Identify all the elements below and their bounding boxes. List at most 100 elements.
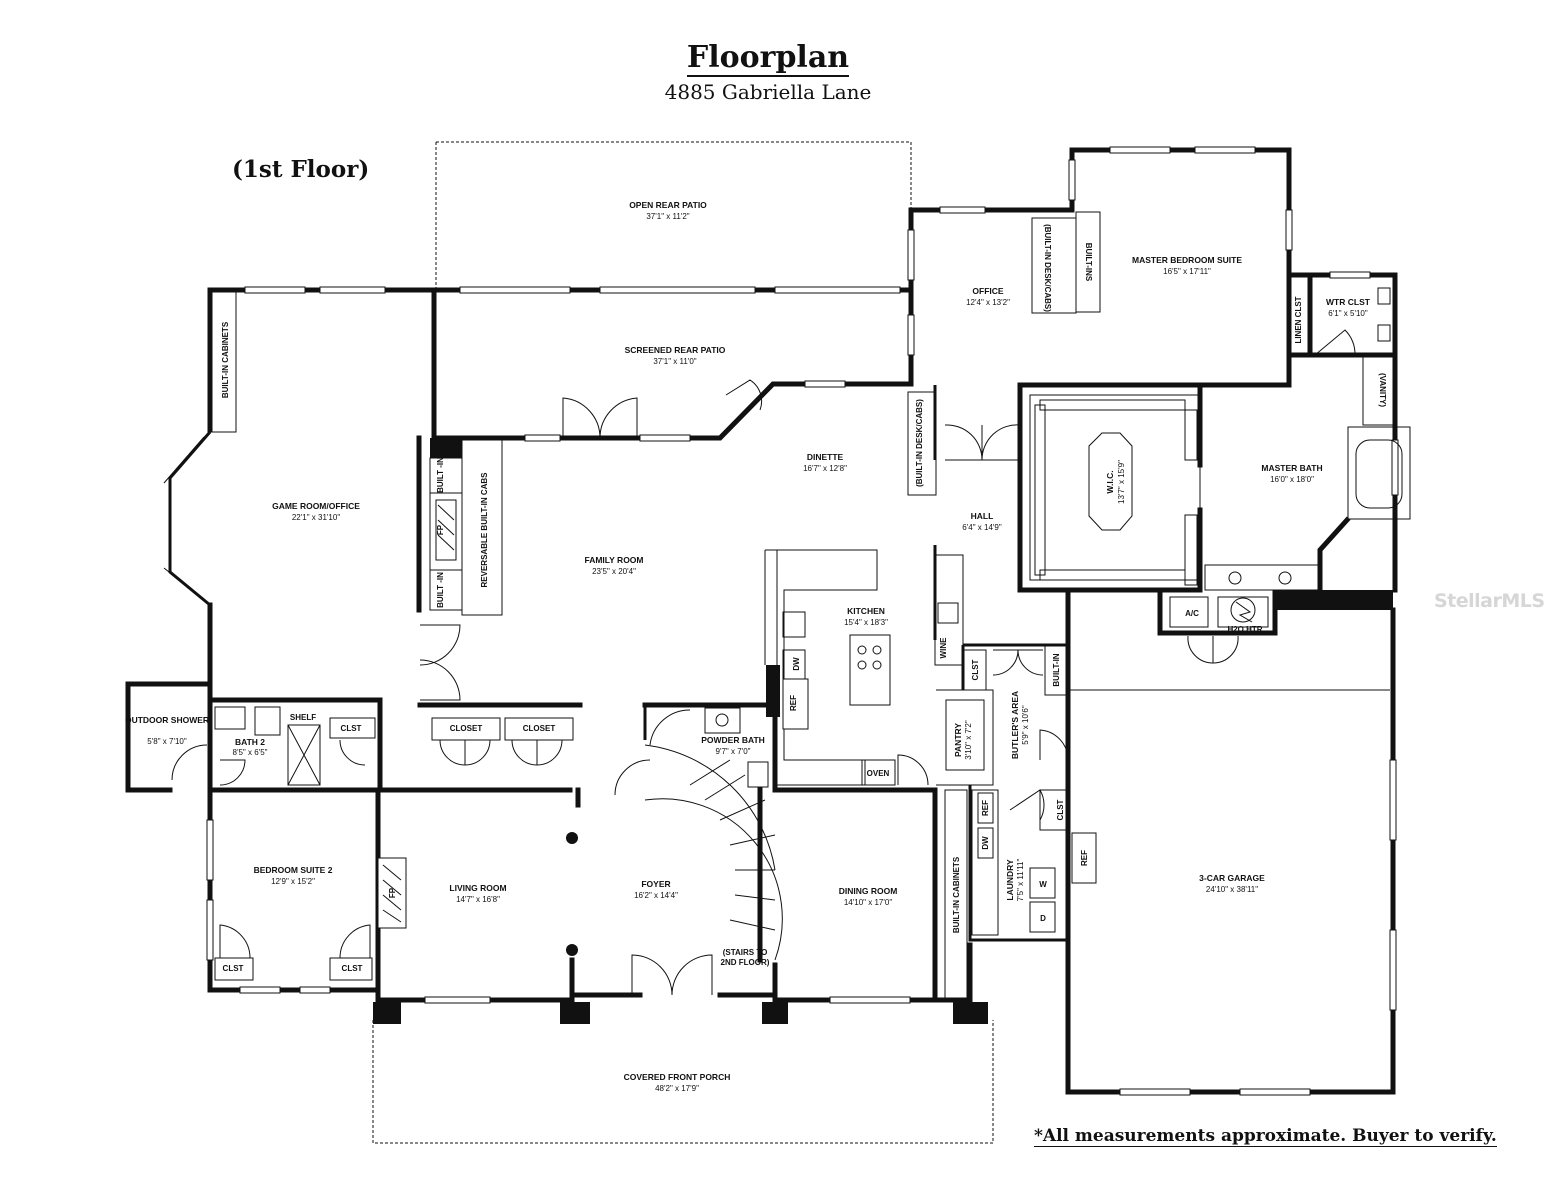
built-in-bottom-label: BUILT -IN <box>436 572 445 608</box>
garage-walls <box>1065 607 1397 1096</box>
bath2-walls <box>125 681 383 793</box>
stairs-label-2: 2ND FLOOR) <box>721 958 770 967</box>
wine-label: WINE <box>939 637 948 659</box>
utility-closets <box>1065 587 1393 664</box>
office-walls <box>907 206 1101 387</box>
laundry-name: LAUNDRY <box>1005 859 1015 901</box>
wic-name: W.I.C. <box>1105 470 1115 493</box>
dinette-built-in-desk-label: (BUILT-IN DESK/CABS) <box>915 399 924 487</box>
master-bedroom-dims: 16'5" x 17'11" <box>1163 267 1211 276</box>
bath2-name: BATH 2 <box>235 737 265 747</box>
linen-clst-label: LINEN CLST <box>1294 296 1303 343</box>
address-subtitle: 4885 Gabriella Lane <box>664 80 872 104</box>
floor-label: (1st Floor) <box>232 156 370 183</box>
closet-1-label: CLOSET <box>450 724 483 733</box>
master-bath-name: MASTER BATH <box>1261 463 1322 473</box>
living-room-dims: 14'7" x 16'8" <box>456 895 500 904</box>
front-porch-dims: 48'2" x 17'9" <box>655 1084 699 1093</box>
master-bedroom-name: MASTER BEDROOM SUITE <box>1132 255 1242 265</box>
living-fireplace-label: FP <box>388 887 397 898</box>
vanity-label: (VANITY) <box>1378 373 1387 407</box>
bedroom2-dims: 12'9" x 15'2" <box>271 877 315 886</box>
master-bedroom-walls <box>1017 146 1293 388</box>
powder-bath-name: POWDER BATH <box>701 735 765 745</box>
reversable-cabs-label: REVERSABLE BUILT-IN CABS <box>480 472 489 588</box>
bedroom2-walls <box>206 787 381 1003</box>
butler-built-in-label: BUILT-IN <box>1052 653 1061 686</box>
family-room-name: FAMILY ROOM <box>584 555 643 565</box>
office-name: OFFICE <box>972 286 1003 296</box>
game-room-dims: 22'1" x 31'10" <box>292 513 340 522</box>
master-built-ins-label: BUILT-INS <box>1084 243 1093 282</box>
closet-2-label: CLOSET <box>523 724 556 733</box>
page-title: Floorplan <box>0 40 1536 77</box>
dining-room-dims: 14'10" x 17'0" <box>844 898 892 907</box>
laundry-clst-label: CLST <box>1056 799 1065 820</box>
dinette-dims: 16'7" x 12'8" <box>803 464 847 473</box>
screened-patio-walls <box>431 286 914 453</box>
laundry-ref-label: REF <box>981 800 990 816</box>
master-bath-walls <box>1204 352 1411 593</box>
rotated-labels: BUILT-IN CABINETS (BUILT-IN DESK/CABS) B… <box>221 224 1387 933</box>
fireplace-label: FP <box>436 524 445 535</box>
ac-label: A/C <box>1185 609 1199 618</box>
wtr-clst-dims: 6'1" x 5'10" <box>1328 309 1368 318</box>
bath2-dims: 8'5" x 6'5" <box>233 748 268 757</box>
butlers-area-dims: 5'9" x 10'6" <box>1021 705 1030 745</box>
dining-room-name: DINING ROOM <box>839 886 898 896</box>
outdoor-shower-dims: 5'8" x 7'10" <box>147 737 187 746</box>
foyer-name: FOYER <box>641 879 670 889</box>
pantry-name: PANTRY <box>953 723 963 757</box>
watermark-logo: StellarMLS <box>1434 590 1545 612</box>
screened-rear-patio-dims: 37'1" x 11'0" <box>653 357 696 366</box>
oven-label: OVEN <box>867 769 890 778</box>
garage-dims: 24'10" x 38'11" <box>1206 885 1258 894</box>
pantry-dims: 3'10" x 7'2" <box>964 720 973 760</box>
family-room-dims: 23'5" x 20'4" <box>592 567 636 576</box>
screened-rear-patio-name: SCREENED REAR PATIO <box>625 345 726 355</box>
kitchen-dims: 15'4" x 18'3" <box>844 618 888 627</box>
dinette-name: DINETTE <box>807 452 844 462</box>
foyer-dims: 16'2" x 14'4" <box>634 891 678 900</box>
kitchen-name: KITCHEN <box>847 606 885 616</box>
butler-clst-label: CLST <box>971 659 980 680</box>
kitchen-ref-label: REF <box>789 695 798 711</box>
fireplace-wall <box>416 435 503 701</box>
dryer-label: D <box>1040 914 1046 923</box>
master-bath-dims: 16'0" x 18'0" <box>1270 475 1314 484</box>
living-dining-walls <box>373 787 988 1024</box>
water-closet-walls <box>1286 271 1398 358</box>
bath2-clst-label: CLST <box>341 724 362 733</box>
kitchen-dw-label: DW <box>792 657 801 671</box>
laundry-dw-label: DW <box>981 836 990 850</box>
game-room-name: GAME ROOM/OFFICE <box>272 501 360 511</box>
hall-dims: 6'4" x 14'9" <box>962 523 1002 532</box>
game-room-walls <box>163 286 439 703</box>
room-labels: OPEN REAR PATIO 37'1" x 11'2" SCREENED R… <box>125 200 1371 1093</box>
bedroom-clst-right-label: CLST <box>342 964 363 973</box>
office-built-in-desk-label: (BUILT-IN DESK/CABS) <box>1043 224 1052 312</box>
washer-label: W <box>1039 880 1047 889</box>
office-dims: 12'4" x 13'2" <box>966 298 1010 307</box>
covered-front-porch <box>372 1020 994 1144</box>
bedroom2-name: BEDROOM SUITE 2 <box>254 865 333 875</box>
hall-closets <box>377 697 583 793</box>
laundry-dims: 7'5" x 11'11" <box>1016 858 1025 901</box>
hall-name: HALL <box>971 511 994 521</box>
hall-walls <box>907 385 1021 496</box>
powder-bath-dims: 9'7" x 7'0" <box>716 747 751 756</box>
wtr-clst-name: WTR CLST <box>1326 297 1371 307</box>
laundry-walls <box>968 785 1069 942</box>
wic-dims: 13'7" x 15'9" <box>1117 460 1126 504</box>
butlers-pantry-walls <box>936 587 1071 943</box>
open-rear-patio-dims: 37'1" x 11'2" <box>646 212 689 221</box>
h2o-htr-label: H2O HTR <box>1227 625 1262 634</box>
shelf-label: SHELF <box>290 713 316 722</box>
stairs-label-1: (STAIRS TO <box>723 948 768 957</box>
open-rear-patio-name: OPEN REAR PATIO <box>629 200 707 210</box>
garage-ref-label: REF <box>1080 850 1089 866</box>
powder-bath-walls <box>614 702 783 963</box>
built-in-top-label: BUILT -IN <box>436 457 445 493</box>
front-porch-name: COVERED FRONT PORCH <box>624 1072 731 1082</box>
